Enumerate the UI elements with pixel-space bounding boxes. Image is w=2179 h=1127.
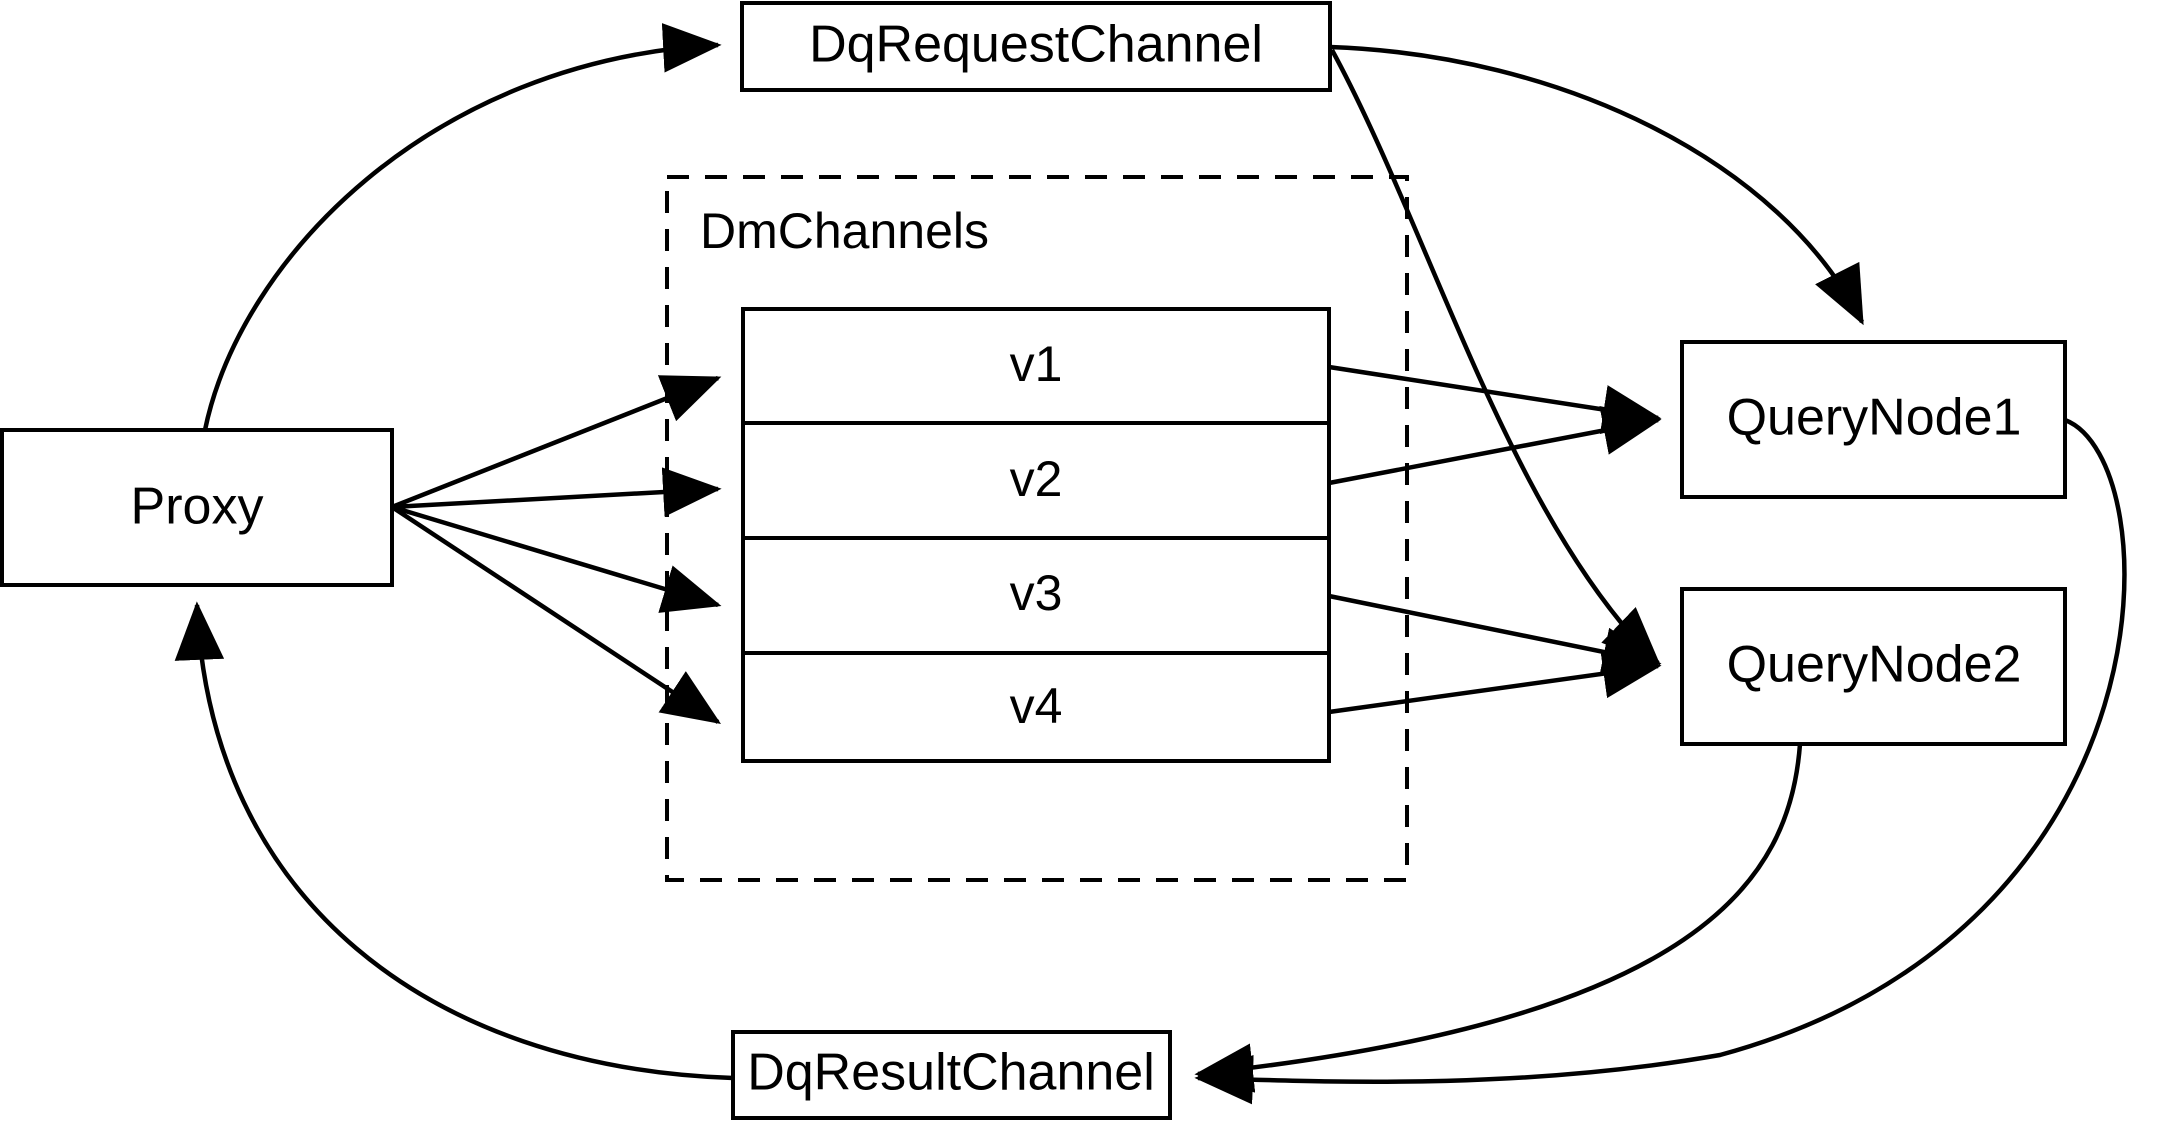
node-dq-request-channel[interactable]: DqRequestChannel [740, 1, 1332, 92]
query-node-1-box[interactable] [1680, 340, 2067, 499]
node-query-node-2[interactable]: QueryNode2 [1680, 587, 2067, 746]
edge-dqrequestchannel-to-querynode1 [1329, 44, 1865, 326]
edge-proxy-to-v1 [391, 375, 722, 510]
edge-querynode2-to-dqresultchannel [1194, 743, 1803, 1093]
query-node-2-label: QueryNode2 [1727, 636, 2022, 694]
edge-dqresultchannel-to-proxy [174, 601, 734, 1081]
proxy-box[interactable] [0, 428, 394, 587]
edge-v2-to-querynode1 [1328, 406, 1662, 486]
edge-proxy-to-v2 [391, 467, 722, 517]
dq-request-channel-label: DqRequestChannel [809, 16, 1263, 74]
shard-channel-table: v1 v2 v3 v4 [741, 307, 1331, 763]
edge-querynode1-to-dqresultchannel [1194, 417, 2127, 1105]
edge-proxy-to-v4 [390, 505, 722, 724]
shard-row-v1-label[interactable]: v1 [1010, 336, 1063, 392]
shard-row-v4-label[interactable]: v4 [1010, 678, 1063, 734]
edge-proxy-to-dqrequestchannel [202, 23, 722, 431]
edge-proxy-to-v3 [391, 504, 722, 613]
dq-result-channel-box[interactable] [731, 1030, 1172, 1120]
shard-row-v3-label[interactable]: v3 [1010, 565, 1063, 621]
edge-dqrequestchannel-to-querynode2 [1330, 48, 1661, 666]
node-proxy[interactable]: Proxy [0, 428, 394, 587]
edge-v4-to-querynode2 [1328, 649, 1662, 715]
dmchannels-group-label: DmChannels [700, 203, 989, 259]
node-query-node-1[interactable]: QueryNode1 [1680, 340, 2067, 499]
shard-table-box [741, 307, 1331, 763]
query-node-1-label: QueryNode1 [1727, 389, 2022, 447]
node-dq-result-channel[interactable]: DqResultChannel [731, 1030, 1172, 1120]
dq-request-channel-box[interactable] [740, 1, 1332, 92]
query-node-2-box[interactable] [1680, 587, 2067, 746]
shard-row-v2-label[interactable]: v2 [1010, 451, 1063, 507]
proxy-label: Proxy [131, 478, 264, 536]
dq-result-channel-label: DqResultChannel [747, 1044, 1155, 1102]
